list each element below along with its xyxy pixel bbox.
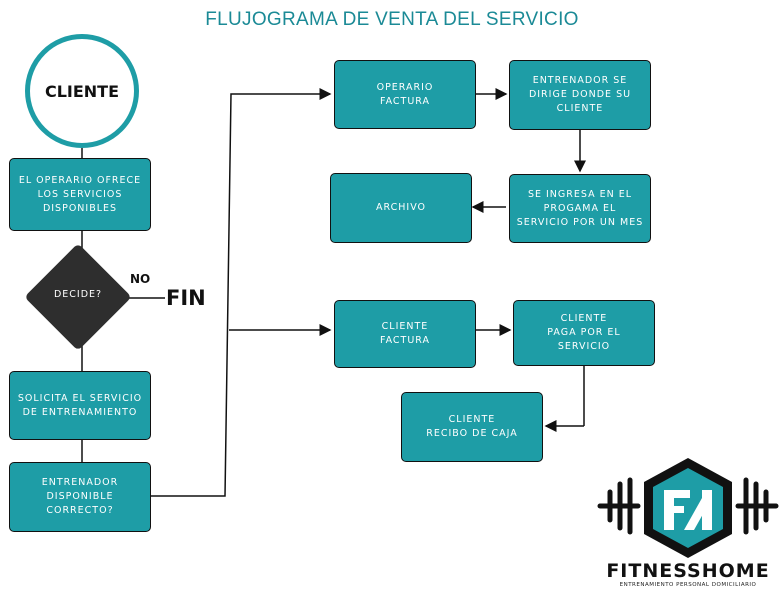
cliente-paga-node: CLIENTE PAGA POR EL SERVICIO <box>513 300 655 366</box>
ofrece-servicios-node: EL OPERARIO OFRECE LOS SERVICIOS DISPONI… <box>9 158 151 231</box>
solicita-servicio-node: SOLICITA EL SERVICIO DE ENTRENAMIENTO <box>9 371 151 440</box>
cliente-factura-node: CLIENTE FACTURA <box>334 300 476 368</box>
logo-wordmark: FITNESSHOME <box>606 560 770 582</box>
archivo-node: ARCHIVO <box>330 173 472 243</box>
entrenador-dirige-node: ENTRENADOR SE DIRIGE DONDE SU CLIENTE <box>509 60 651 130</box>
cliente-recibo-node: CLIENTE RECIBO DE CAJA <box>401 392 543 462</box>
operario-factura-node: OPERARIO FACTURA <box>334 60 476 129</box>
fin-end-label: FIN <box>166 286 206 310</box>
fitnesshome-logo-icon <box>597 458 779 558</box>
ingresa-programa-node: SE INGRESA EN EL PROGAMA EL SERVICIO POR… <box>509 174 651 243</box>
decide-label: DECIDE? <box>53 289 103 300</box>
no-label: NO <box>130 272 151 286</box>
cliente-start-node: CLIENTE <box>25 34 139 148</box>
logo-tagline: ENTRENAMIENTO PERSONAL DOMICILIARIO <box>619 582 757 588</box>
entrenador-disponible-node: ENTRENADOR DISPONIBLE CORRECTO? <box>9 462 151 532</box>
diagram-title: FLUJOGRAMA DE VENTA DEL SERVICIO <box>205 9 579 30</box>
